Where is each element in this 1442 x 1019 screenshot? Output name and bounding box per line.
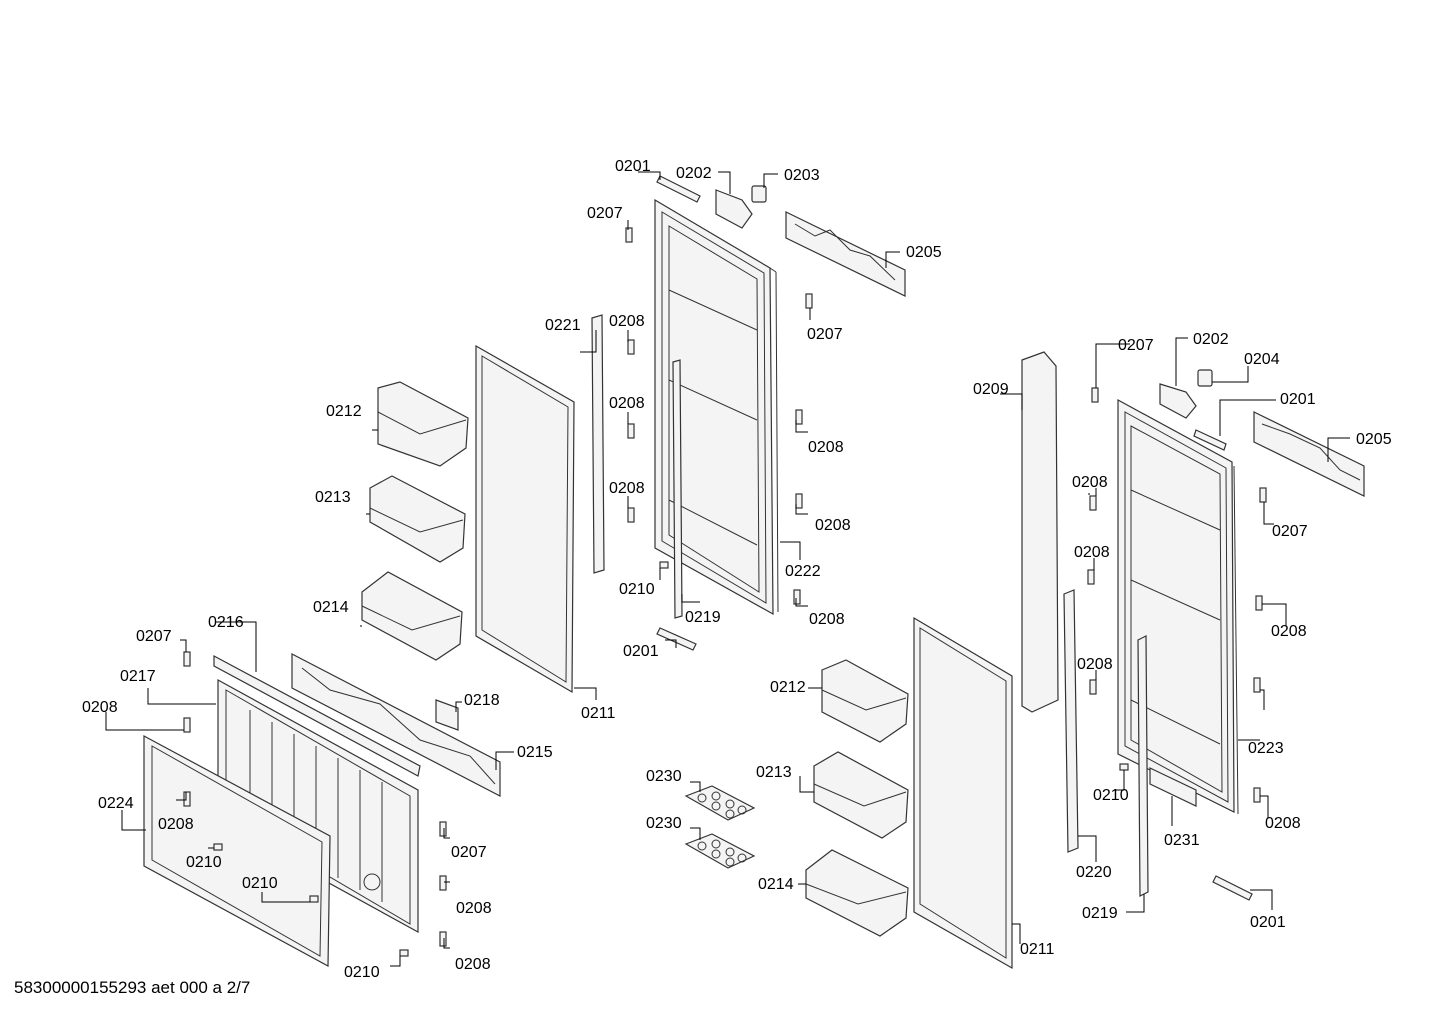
small-hinge-pins xyxy=(183,227,1267,957)
callout-label: 0210 xyxy=(344,964,380,981)
callout-label: 0231 xyxy=(1164,832,1200,849)
callout-label: 0212 xyxy=(770,679,806,696)
callout-label: 0224 xyxy=(98,795,134,812)
callout-label: 0208 xyxy=(609,395,645,412)
upper-bin-0212 xyxy=(377,381,469,467)
callout-label: 0208 xyxy=(1265,815,1301,832)
upper-door-rail-0219 xyxy=(672,359,683,619)
callout-label: 0221 xyxy=(545,317,581,334)
callout-label: 0208 xyxy=(1077,656,1113,673)
upper-bin-0214 xyxy=(361,571,463,661)
upper-door-seal-0211 xyxy=(475,344,575,694)
callout-label: 0208 xyxy=(1271,623,1307,640)
callout-label: 0219 xyxy=(685,609,721,626)
callout-label: 0216 xyxy=(208,614,244,631)
right-door-rail-0219 xyxy=(1137,635,1149,897)
callout-label: 0214 xyxy=(758,876,794,893)
callout-label: 0211 xyxy=(581,705,616,722)
callout-label: 0209 xyxy=(973,381,1009,398)
right-bracket-0205 xyxy=(1253,411,1365,497)
callout-label: 0201 xyxy=(615,158,651,175)
right-bin-0213 xyxy=(813,751,909,839)
callout-label: 0208 xyxy=(808,439,844,456)
upper-door-handle-strip-0221 xyxy=(591,314,605,574)
callout-label: 0208 xyxy=(609,480,645,497)
right-bottom-hinge-0201 xyxy=(1212,875,1253,901)
right-bin-0214 xyxy=(805,849,909,937)
callout-label: 0211 xyxy=(1020,941,1055,958)
callout-label: 0213 xyxy=(315,489,351,506)
callout-label: 0212 xyxy=(326,403,362,420)
callout-label: 0219 xyxy=(1082,905,1118,922)
right-bin-0212 xyxy=(821,659,909,743)
callout-label: 0230 xyxy=(646,815,682,832)
upper-cap-0203 xyxy=(751,185,767,203)
freezer-rail-0215 xyxy=(291,653,501,797)
callout-label: 0208 xyxy=(455,956,491,973)
callout-label: 0202 xyxy=(676,165,712,182)
callout-label: 0207 xyxy=(1272,523,1308,540)
egg-tray-0230-b xyxy=(684,833,756,869)
callout-label: 0210 xyxy=(619,581,655,598)
upper-bin-0213 xyxy=(369,475,466,563)
callout-label: 0201 xyxy=(1280,391,1316,408)
document-id: 58300000155293 aet 000 a 2/7 xyxy=(14,978,251,997)
callout-label: 0208 xyxy=(809,611,845,628)
callout-label: 0207 xyxy=(1118,337,1154,354)
right-door-panel xyxy=(1117,398,1239,815)
callout-label: 0210 xyxy=(1093,787,1129,804)
callout-label: 0230 xyxy=(646,768,682,785)
freezer-plate-0218 xyxy=(435,699,459,731)
callout-label: 0217 xyxy=(120,668,156,685)
callout-label: 0207 xyxy=(587,205,623,222)
callout-label: 0222 xyxy=(785,563,821,580)
right-door-seal-0211 xyxy=(913,616,1013,970)
egg-tray-0230-a xyxy=(684,785,756,821)
callout-label: 0208 xyxy=(815,517,851,534)
right-cover-0202 xyxy=(1159,383,1197,419)
part-labels: 0201 0202 0203 0207 0205 0221 0208 0207 … xyxy=(82,158,1392,981)
callout-label: 0202 xyxy=(1193,331,1229,348)
right-cap-0204 xyxy=(1197,369,1213,387)
callout-label: 0205 xyxy=(1356,431,1392,448)
callout-label: 0210 xyxy=(242,875,278,892)
callout-label: 0215 xyxy=(517,744,553,761)
upper-door-panel xyxy=(654,198,779,616)
callout-label: 0208 xyxy=(82,699,118,716)
callout-label: 0213 xyxy=(756,764,792,781)
callout-label: 0207 xyxy=(136,628,172,645)
callout-label: 0208 xyxy=(456,900,492,917)
callout-label: 0210 xyxy=(186,854,222,871)
freezer-top-strip-0216 xyxy=(213,654,421,777)
right-hinge-0201 xyxy=(1193,429,1227,451)
upper-bracket-0205 xyxy=(785,211,906,297)
callout-label: 0207 xyxy=(807,326,843,343)
callout-label: 0203 xyxy=(784,167,820,184)
right-door-handle-0209 xyxy=(1021,351,1059,713)
callout-label: 0208 xyxy=(158,816,194,833)
callout-label: 0204 xyxy=(1244,351,1280,368)
callout-label: 0208 xyxy=(609,313,645,330)
leader-lines xyxy=(105,171,1350,967)
callout-label: 0207 xyxy=(451,844,487,861)
callout-label: 0208 xyxy=(1072,474,1108,491)
callout-label: 0220 xyxy=(1076,864,1112,881)
upper-top-hinge-0201 xyxy=(656,175,701,203)
right-bottom-plate-0231 xyxy=(1149,767,1197,807)
callout-label: 0218 xyxy=(464,692,500,709)
upper-cover-0202 xyxy=(715,189,753,229)
callout-label: 0223 xyxy=(1248,740,1284,757)
callout-label: 0205 xyxy=(906,244,942,261)
callout-label: 0208 xyxy=(1074,544,1110,561)
right-door-strip-0220 xyxy=(1063,589,1079,853)
callout-label: 0201 xyxy=(1250,914,1286,931)
callout-label: 0201 xyxy=(623,643,659,660)
upper-bottom-hinge-0201 xyxy=(656,627,697,651)
callout-label: 0214 xyxy=(313,599,349,616)
